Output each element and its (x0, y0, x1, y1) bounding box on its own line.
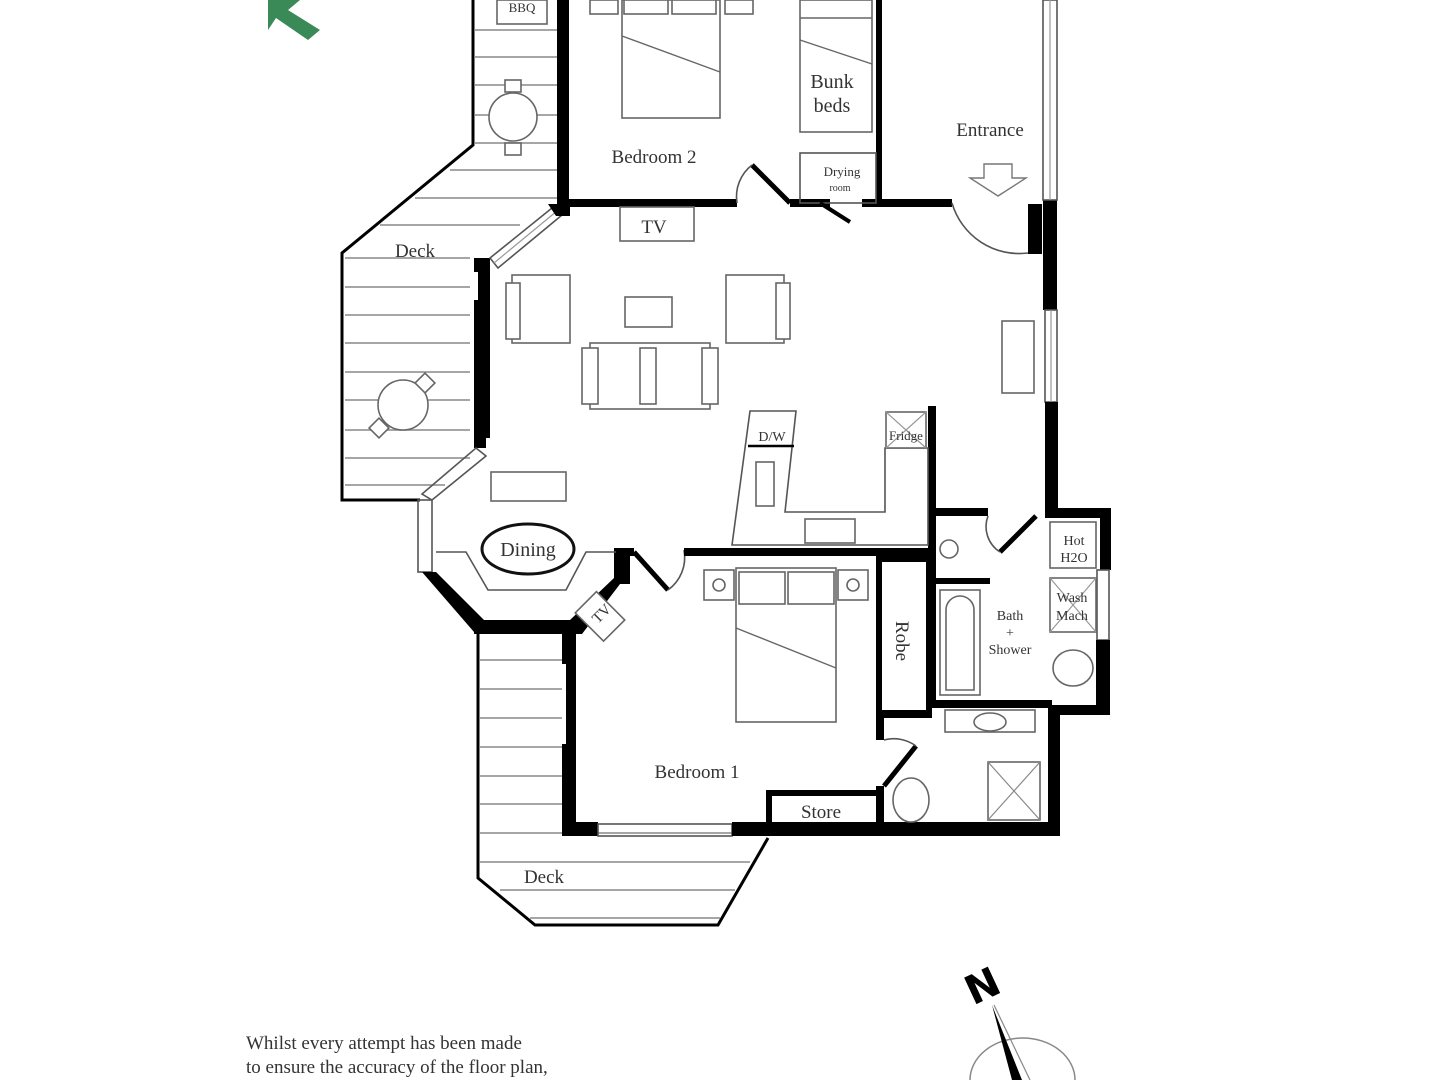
disclaimer: Whilst every attempt has been made to en… (246, 1032, 548, 1080)
deck-bottom-label: Deck (524, 867, 565, 888)
disclaimer-line-1: Whilst every attempt has been made (246, 1033, 522, 1054)
bath-label-2: + (1006, 626, 1014, 641)
hot-water-label-1: Hot (1064, 534, 1085, 549)
hot-water-label-2: H2O (1060, 551, 1087, 566)
bath-label-3: Shower (989, 643, 1032, 658)
bbq-label: BBQ (509, 0, 536, 15)
tv-living-label: TV (641, 217, 667, 238)
compass: N (958, 959, 1076, 1080)
dishwasher-label: D/W (758, 430, 786, 445)
drying-label-1: Drying (824, 164, 861, 179)
deck-top-label: Deck (395, 241, 436, 262)
wash-machine-label-1: Wash (1057, 591, 1088, 606)
deck-top-area (340, 0, 558, 502)
green-arrow-icon (268, 0, 320, 40)
fridge-label: Fridge (889, 428, 923, 443)
room-labels: BBQ Bunk beds Bedroom 2 Drying room Entr… (395, 0, 1088, 888)
bedroom-1-label: Bedroom 1 (655, 762, 740, 783)
wash-machine-label-2: Mach (1056, 609, 1088, 624)
store-label: Store (801, 802, 841, 823)
dining-label: Dining (500, 539, 556, 561)
bedroom-2-label: Bedroom 2 (612, 147, 697, 168)
entrance-label: Entrance (956, 120, 1024, 141)
north-label: N (958, 959, 1008, 1015)
bunk-label-1: Bunk (810, 71, 853, 93)
disclaimer-line-2: to ensure the accuracy of the floor plan… (246, 1057, 548, 1078)
deck-bottom-area (476, 630, 770, 927)
bath-label-1: Bath (997, 609, 1023, 624)
drying-label-2: room (829, 183, 850, 194)
furniture (436, 0, 1097, 823)
compass-needle-icon (992, 1005, 1022, 1080)
bunk-label-2: beds (814, 95, 851, 117)
robe-label: Robe (891, 621, 912, 661)
